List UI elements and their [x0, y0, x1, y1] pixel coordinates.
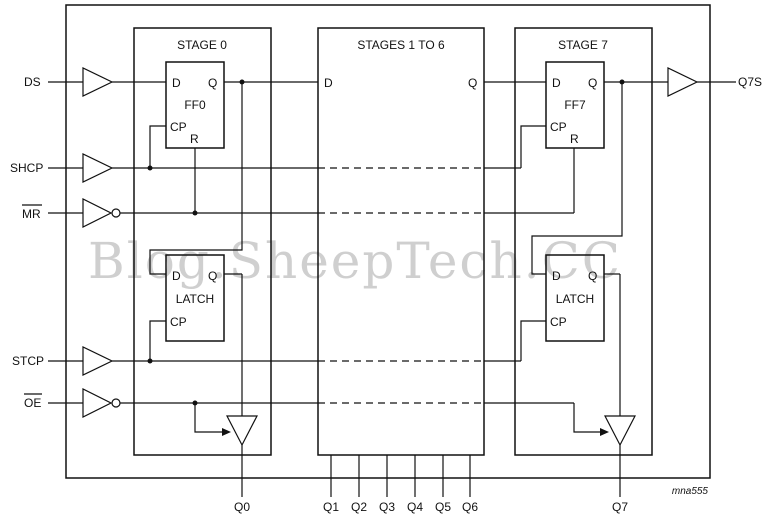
stages-mid-d-pin: D [324, 76, 333, 90]
mr-junction-0 [192, 210, 198, 216]
mr-inverter-bubble [111, 208, 121, 218]
q7-tristate-buffer [604, 415, 636, 447]
mr-label: MR [22, 207, 41, 221]
stages-mid-q-pin: Q [468, 76, 477, 90]
stage7-box [514, 27, 653, 456]
q1-output-label: Q1 [323, 500, 339, 514]
q2-output-label: Q2 [351, 500, 367, 514]
oe-inverter [82, 388, 113, 418]
figure-id: mna555 [672, 486, 709, 497]
ff0-d-pin: D [172, 76, 181, 90]
ff0-r-pin: R [190, 132, 199, 146]
ff7-cp-pin: CP [550, 120, 567, 134]
ds-label: DS [24, 75, 41, 89]
q0-output-label: Q0 [234, 500, 250, 514]
ff7-name: FF7 [564, 98, 586, 112]
ds-buffer [82, 67, 114, 97]
ff7-r-pin: R [570, 132, 579, 146]
latch7-q-pin: Q [588, 269, 597, 283]
ff7-block [545, 61, 605, 149]
ff0-name: FF0 [184, 98, 206, 112]
stcp-buffer [82, 346, 114, 376]
outer-frame [65, 4, 711, 479]
q6-output-label: Q6 [462, 500, 478, 514]
latch0-cp-pin: CP [170, 315, 187, 329]
latch0-name: LATCH [176, 292, 214, 306]
latch0-block [165, 254, 225, 342]
shcp-label: SHCP [10, 161, 43, 175]
oe-inverter-bubble [111, 398, 121, 408]
stage0-title: STAGE 0 [177, 38, 227, 52]
stcp-junction-0 [147, 358, 153, 364]
shcp-buffer [82, 153, 114, 183]
q7-output-label: Q7 [612, 500, 628, 514]
ff0-q-pin: Q [208, 76, 217, 90]
oe-label: OE [24, 396, 41, 410]
stages-mid-title: STAGES 1 TO 6 [357, 38, 445, 52]
latch7-block [545, 254, 605, 342]
stages-mid-box [317, 27, 485, 456]
shcp-junction-0 [147, 165, 153, 171]
watermark: Blog.SheepTech.CC [88, 232, 622, 290]
ff0-cp-pin: CP [170, 120, 187, 134]
latch7-d-pin: D [552, 269, 561, 283]
ff7-q-pin: Q [588, 76, 597, 90]
ff7-d-pin: D [552, 76, 561, 90]
q7s-output-label: Q7S [738, 75, 762, 89]
mr-inverter [82, 198, 113, 228]
q5-output-label: Q5 [435, 500, 451, 514]
q0-tristate-buffer [226, 415, 258, 447]
latch7-cp-pin: CP [550, 315, 567, 329]
latch0-q-pin: Q [208, 269, 217, 283]
stage0-box [133, 27, 272, 456]
q4-output-label: Q4 [407, 500, 423, 514]
latch0-d-pin: D [172, 269, 181, 283]
q3-output-label: Q3 [379, 500, 395, 514]
latch7-name: LATCH [556, 292, 594, 306]
stage7-title: STAGE 7 [558, 38, 608, 52]
stcp-label: STCP [12, 354, 44, 368]
q7s-buffer [667, 67, 699, 97]
